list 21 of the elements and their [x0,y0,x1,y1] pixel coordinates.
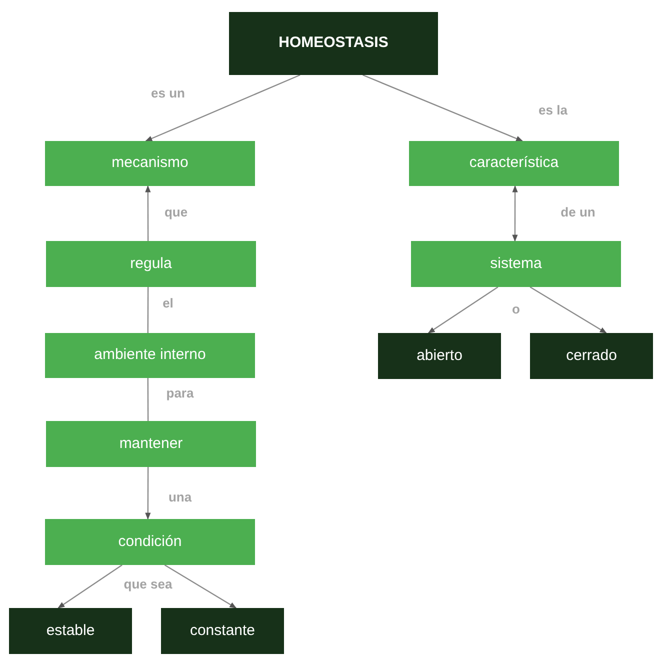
concept-box: mantener [46,421,256,467]
arrow [145,74,300,142]
concept-box: estable [9,608,132,654]
arrow [512,185,518,242]
arrow [145,467,151,520]
arrow [362,74,524,142]
concept-box: característica [409,141,619,186]
concept-box: abierto [378,333,501,379]
arrow [145,185,151,241]
arrow [530,286,607,334]
arrow [428,286,498,334]
concept-box: ambiente interno [45,333,255,378]
arrow [58,564,122,608]
concept-box: constante [161,608,284,654]
concept-box: cerrado [530,333,653,379]
concept-box: mecanismo [45,141,255,186]
concept-box: sistema [411,241,621,287]
arrow [164,564,237,609]
title-box: HOMEOSTASIS [229,12,438,75]
concept-box: condición [45,519,255,565]
concept-box: regula [46,241,256,287]
